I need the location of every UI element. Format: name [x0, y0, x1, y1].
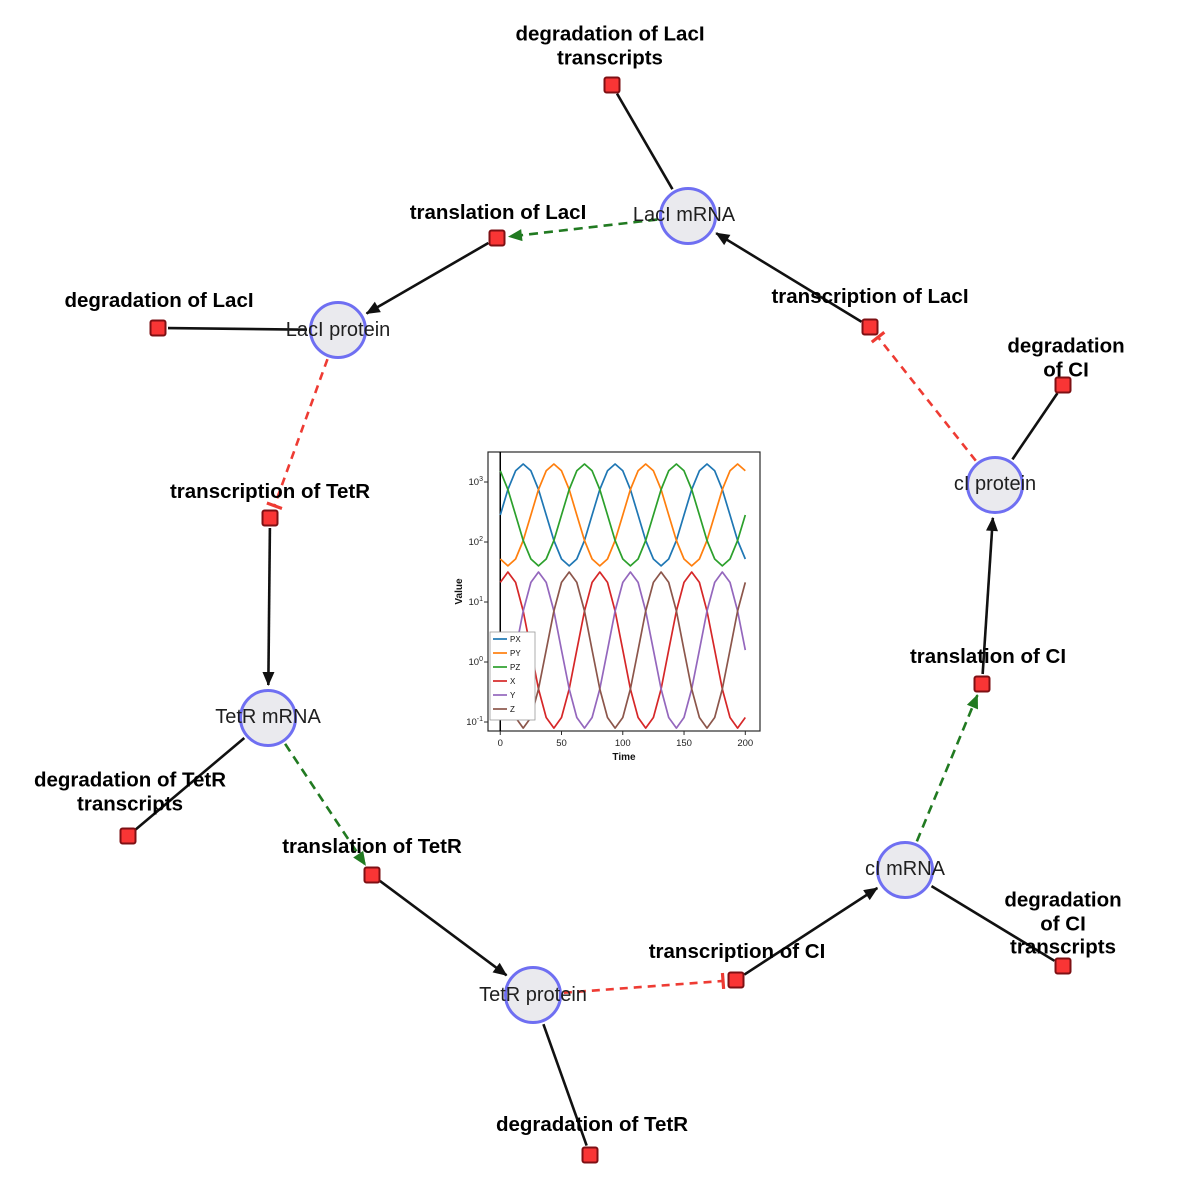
y-tick-label: 10-1 [466, 716, 483, 728]
edge-transc_laci-laci_mrna [715, 232, 863, 323]
reaction-node-deg_tetr_tx[interactable] [119, 827, 137, 845]
species-node-laci_mrna[interactable] [659, 187, 717, 245]
edge-transc_ci-ci_mrna [743, 886, 879, 976]
legend-label-PX: PX [510, 635, 521, 644]
transc_ci-label: transcription of CI [648, 940, 826, 964]
edge-transc_tetr-tetr_mrna [262, 527, 275, 687]
deg_ci-label: degradation of CI [1007, 334, 1125, 381]
laci_mrna-label: LacI mRNA [632, 203, 736, 226]
series-PZ [499, 463, 747, 567]
reaction-node-deg_laci[interactable] [149, 319, 167, 337]
y-tick-label: 102 [469, 536, 484, 548]
reaction-node-transc_ci[interactable] [727, 971, 745, 989]
legend-label-Y: Y [510, 691, 516, 700]
edge-tetr_mrna-transl_tetr [284, 743, 367, 866]
x-tick-label: 150 [676, 738, 692, 749]
ci_protein-label: cI protein [953, 472, 1037, 495]
transl_laci-label: translation of LacI [409, 201, 587, 225]
species-node-tetr_protein[interactable] [504, 966, 562, 1024]
series-Y [499, 571, 747, 729]
chart-legend [489, 631, 536, 721]
series-PX [499, 463, 747, 567]
legend-label-X: X [510, 677, 516, 686]
tetr_mrna-label: TetR mRNA [215, 705, 321, 728]
x-tick-label: 100 [615, 738, 631, 749]
transl_ci-label: translation of CI [909, 645, 1067, 669]
transc_tetr-label: transcription of TetR [169, 480, 371, 504]
edge-laci_protein-deg_laci [167, 326, 308, 331]
edge-ci_protein-deg_ci [1011, 392, 1059, 461]
series-X [499, 571, 746, 729]
laci_protein-label: LacI protein [285, 318, 391, 341]
y-axis-label: Value [454, 578, 465, 605]
x-tick-label: 200 [737, 738, 753, 749]
transc_laci-label: transcription of LacI [771, 285, 969, 309]
x-tick-label: 50 [556, 738, 567, 749]
reaction-node-deg_ci_tx[interactable] [1054, 957, 1072, 975]
edge-tetr_mrna-deg_tetr_tx [134, 736, 246, 831]
species-node-laci_protein[interactable] [309, 301, 367, 359]
edge-transl_laci-laci_protein [365, 241, 489, 315]
y-tick-label: 100 [469, 656, 484, 668]
legend-label-PZ: PZ [510, 663, 520, 672]
y-tick-label: 103 [469, 476, 484, 488]
reaction-node-deg_tetr[interactable] [581, 1146, 599, 1164]
reaction-node-transl_tetr[interactable] [363, 866, 381, 884]
legend-label-Z: Z [510, 705, 515, 714]
reaction-node-transl_laci[interactable] [488, 229, 506, 247]
edge-transl_ci-ci_protein [981, 516, 998, 675]
deg_tetr_tx-label: degradation of TetR transcripts [33, 768, 227, 815]
deg_tetr-label: degradation of TetR [495, 1113, 689, 1137]
deg_ci_tx-label: degradation of CI transcripts [1004, 888, 1122, 959]
species-node-tetr_mrna[interactable] [239, 689, 297, 747]
series-Z [499, 571, 747, 729]
deg_laci_tx-label: degradation of LacI transcripts [515, 22, 705, 69]
edge-ci_protein-transc_laci [870, 330, 977, 462]
x-axis-label: Time [612, 752, 636, 762]
edge-laci_mrna-deg_laci_tx [615, 92, 674, 190]
reaction-node-transc_laci[interactable] [861, 318, 879, 336]
edge-ci_mrna-transl_ci [915, 694, 979, 842]
series-PY [499, 463, 746, 567]
edge-laci_protein-transc_tetr [266, 358, 329, 511]
reaction-node-deg_ci[interactable] [1054, 376, 1072, 394]
species-node-ci_protein[interactable] [966, 456, 1024, 514]
edge-tetr_protein-deg_tetr [542, 1023, 588, 1147]
ci_mrna-label: cI mRNA [865, 857, 945, 880]
edge-laci_mrna-transl_laci [507, 218, 658, 242]
reaction-node-deg_laci_tx[interactable] [603, 76, 621, 94]
edge-tetr_protein-transc_ci [563, 972, 726, 995]
reaction-node-transc_tetr[interactable] [261, 509, 279, 527]
y-tick-label: 101 [469, 596, 484, 608]
tetr_protein-label: TetR protein [479, 983, 587, 1006]
deg_laci-label: degradation of LacI [64, 289, 254, 313]
legend-label-PY: PY [510, 649, 521, 658]
edge-ci_mrna-deg_ci_tx [930, 884, 1056, 962]
species-node-ci_mrna[interactable] [876, 841, 934, 899]
x-tick-label: 0 [498, 738, 503, 749]
reaction-node-transl_ci[interactable] [973, 675, 991, 693]
transl_tetr-label: translation of TetR [282, 835, 462, 859]
edge-transl_tetr-tetr_protein [379, 879, 508, 977]
